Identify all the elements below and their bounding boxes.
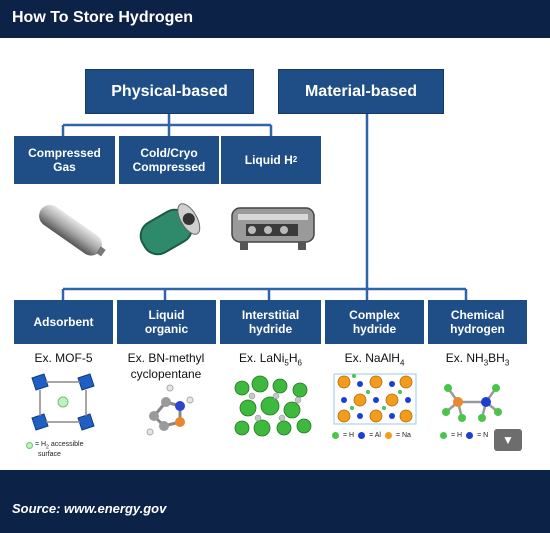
liquid-h2-label: Liquid H — [244, 152, 293, 167]
h-dot-icon — [332, 432, 339, 439]
material-based-box: Material-based — [278, 69, 444, 114]
source-text: Source: www.energy.gov — [12, 501, 167, 516]
physical-based-box: Physical-based — [85, 69, 254, 114]
h-dot-icon — [440, 432, 447, 439]
interstitial-hydride-box: Interstitial hydride — [220, 300, 321, 344]
chemical-legend: = H = N — [440, 432, 488, 439]
example-naalh4: Ex. NaAlH4 — [344, 351, 405, 368]
liquid-h2-sub: 2 — [292, 155, 298, 165]
footer-bar: Source: www.energy.gov — [0, 470, 550, 533]
example-bn-methyl: Ex. BN-methyl cyclopentane — [127, 351, 205, 382]
mof-legend-line2: surface — [38, 451, 61, 458]
liquid-h2-tank-image — [231, 207, 315, 250]
na-dot-icon — [384, 432, 392, 439]
mof-legend: = H2 accessible — [26, 441, 84, 450]
chemical-hydrogen-box: Chemical hydrogen — [428, 300, 527, 344]
compressed-gas-box: Compressed Gas — [14, 136, 115, 184]
header-bar: How To Store Hydrogen — [0, 0, 550, 38]
download-button[interactable]: ▼ — [494, 429, 522, 451]
h2-surface-dot-icon — [26, 442, 33, 450]
example-nh3bh3: Ex. NH3BH3 — [445, 351, 510, 368]
diagram: Physical-based Material-based Compressed… — [0, 58, 550, 470]
liquid-organic-box: Liquid organic — [117, 300, 216, 344]
n-dot-icon — [466, 432, 474, 439]
compressed-gas-tank-image — [39, 204, 106, 257]
example-mof5: Ex. MOF-5 — [34, 351, 93, 365]
example-lani5h6: Ex. LaNi5H6 — [239, 351, 302, 368]
page-title: How To Store Hydrogen — [12, 9, 194, 26]
complex-hydride-box: Complex hydride — [325, 300, 424, 344]
complex-legend: = H = Al = Na — [332, 432, 411, 439]
adsorbent-box: Adsorbent — [14, 300, 113, 344]
al-dot-icon — [358, 432, 366, 439]
naalh4-structure-image — [333, 373, 417, 425]
cryo-tank-image — [139, 203, 201, 256]
bn-methyl-structure-image — [146, 384, 194, 436]
nh3bh3-structure-image — [442, 384, 502, 422]
mof5-structure-image — [31, 373, 95, 431]
mof-legend-text: = H2 accessible — [35, 441, 84, 451]
download-icon: ▼ — [502, 433, 514, 447]
connector-lines — [61, 114, 468, 300]
cold-cryo-box: Cold/Cryo Compressed — [119, 136, 219, 184]
lani5h6-structure-image — [234, 375, 312, 437]
